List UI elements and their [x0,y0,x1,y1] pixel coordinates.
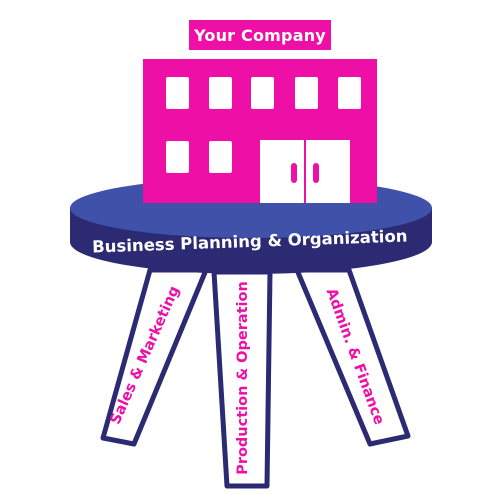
building [143,59,377,203]
building-door [260,140,350,203]
leg-label-production-operation: Production & Operation [235,281,251,475]
company-sign: Your Company [189,20,331,50]
building-windows [166,77,361,173]
